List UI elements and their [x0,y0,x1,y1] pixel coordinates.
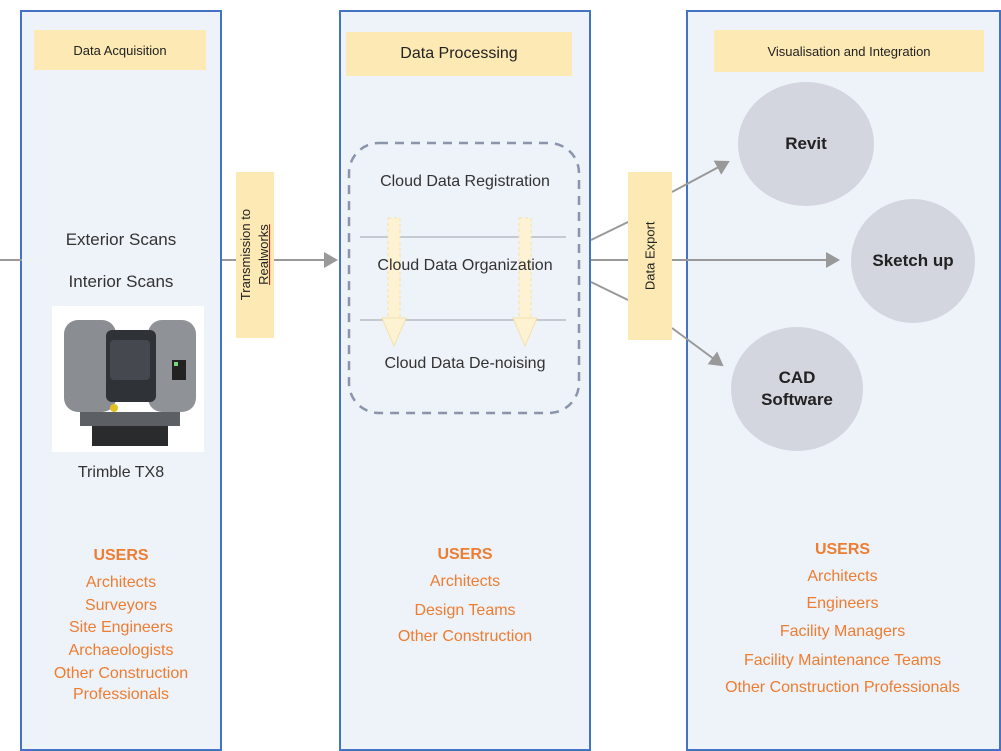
user-item: Facility Managers [779,623,906,641]
user-item: Architects [807,567,878,585]
header-visualisation-text: Visualisation and Integration [767,43,931,59]
header-visualisation-integration: Visualisation and Integration [714,30,984,72]
user-item: Other Construction Professionals [725,678,960,696]
interior-scans-label: Interior Scans [68,272,174,291]
user-item: Site Engineers [68,619,174,637]
trimble-tx8-scanner [52,306,204,452]
users-acquisition: USERS Architects Surveyors Site Engineer… [26,546,216,708]
device-label: Trimble TX8 [77,464,165,481]
header-data-acquisition: Data Acquisition [34,30,206,70]
output-cad-text: CAD Software [761,367,833,409]
output-cad-software: CAD Software [731,327,863,451]
transmission-line-2: Realworks [256,224,271,286]
header-data-processing-text: Data Processing [400,45,518,62]
arrow-out-cad-stem [590,281,629,301]
user-item: Surveyors [84,596,158,614]
user-item: Design Teams [414,601,516,619]
arrow-to-cad [671,327,724,367]
arrow-to-revit [671,160,730,193]
users-title: USERS [93,547,149,564]
output-revit: Revit [738,82,874,206]
users-processing: USERS Architects Design Teams Other Cons… [345,545,585,650]
users-visualisation: USERS Architects Engineers Facility Mana… [690,540,995,701]
transmission-line-1: Transmission to [238,209,254,301]
user-item: Facility Maintenance Teams [743,652,942,670]
user-item: Other Construction Professionals [53,664,189,703]
panel-data-processing [339,10,591,751]
user-item: Engineers [806,594,879,612]
data-export-box: Data Export [628,172,672,340]
right-down-arrow [512,217,538,348]
user-item: Other Construction [397,628,533,646]
user-item: Archaeologists [68,642,174,660]
step-registration: Cloud Data Registration [380,173,550,190]
user-item: Architects [85,573,157,591]
output-sketchup: Sketch up [851,199,975,323]
data-export-text: Data Export [642,221,658,291]
transmission-box: Transmission to Realworks [236,172,274,338]
header-data-processing: Data Processing [346,32,572,76]
step-organization: Cloud Data Organization [377,257,553,274]
arrow-out-revit-stem [590,221,629,241]
users-title: USERS [814,541,871,558]
processing-dashed-box [347,141,581,415]
left-down-arrow [381,217,407,348]
step-denoising: Cloud Data De-noising [384,355,546,372]
users-title: USERS [437,546,493,563]
header-data-acquisition-text: Data Acquisition [73,42,167,58]
user-item: Architects [429,572,501,590]
exterior-scans-label: Exterior Scans [65,230,177,249]
